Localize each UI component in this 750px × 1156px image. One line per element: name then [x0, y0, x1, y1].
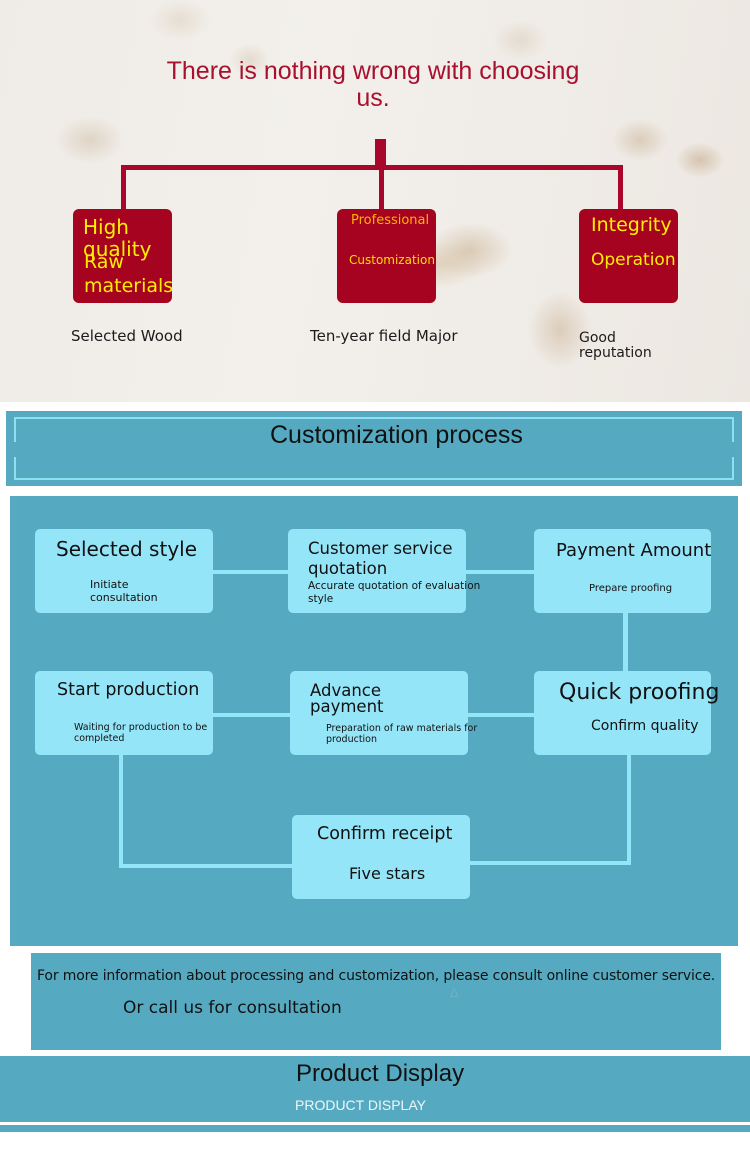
frame-left-lower	[14, 457, 16, 480]
feature-line: quality	[83, 237, 152, 261]
step-title-line: payment	[310, 697, 384, 716]
feature-subtitle: Good reputation	[579, 331, 652, 361]
step-desc-line: Accurate quotation of evaluation	[308, 580, 481, 592]
step-confirm-receipt: Confirm receipt Five stars	[292, 815, 470, 899]
step-desc-line: Preparation of raw materials for	[326, 723, 478, 734]
step-title: Confirm receipt	[317, 824, 453, 844]
step-desc-line: Initiate	[90, 578, 129, 591]
step-desc: Waiting for production to be completed	[74, 722, 207, 744]
info-text: For more information about processing an…	[37, 968, 716, 984]
step-desc: Accurate quotation of evaluation style	[308, 580, 480, 606]
hero-title-text: There is nothing wrong with choosing us.	[166, 57, 580, 112]
connector	[465, 570, 535, 574]
feature-subtitle-line: reputation	[579, 345, 652, 361]
step-title: Selected style	[56, 537, 198, 561]
process-title: Customization process	[270, 421, 523, 449]
info-call-text: Or call us for consultation	[123, 998, 342, 1018]
step-desc: Prepare proofing	[589, 583, 673, 594]
step-title-line: quotation	[308, 559, 388, 578]
feature-line: Operation	[591, 250, 676, 270]
frame-bottom	[14, 478, 734, 480]
step-advance-payment: Advance payment Preparation of raw mater…	[290, 671, 477, 755]
step-title-line: Customer service	[308, 539, 453, 558]
step-desc: Initiate consultation	[90, 578, 158, 604]
feature-subtitle: Selected Wood	[71, 327, 183, 345]
step-quick-proofing: Quick proofing Confirm quality	[534, 671, 719, 755]
feature-line: Integrity	[591, 214, 672, 236]
frame-top	[14, 417, 734, 419]
step-title: Payment Amount	[556, 540, 712, 561]
connector	[119, 755, 123, 868]
step-start-production: Start production Waiting for production …	[35, 671, 213, 755]
frame-left-upper	[14, 417, 16, 442]
feature-line: Raw	[84, 251, 124, 273]
connector	[119, 864, 293, 868]
frame-right-upper	[732, 417, 734, 442]
info-box	[31, 953, 721, 1050]
hero-title: There is nothing wrong with choosing us.	[150, 58, 596, 112]
connector	[468, 713, 535, 717]
step-desc-line: style	[308, 593, 334, 605]
feature-line: Professional	[351, 213, 430, 228]
step-desc-line: production	[326, 734, 378, 745]
connector	[623, 613, 628, 671]
product-display-strip	[0, 1125, 750, 1132]
tree-branch-center	[379, 165, 384, 210]
connector	[212, 713, 291, 717]
step-desc: Confirm quality	[591, 718, 699, 734]
step-desc: Preparation of raw materials for product…	[326, 723, 477, 745]
step-title-line: Advance	[310, 681, 382, 700]
tree-branch-right	[618, 165, 623, 210]
tree-branch-left	[121, 165, 126, 210]
tree-stem	[375, 139, 386, 166]
feature-line: Customization	[349, 253, 435, 267]
connector	[627, 755, 631, 865]
feature-subtitle: Ten-year field Major	[310, 327, 458, 345]
step-desc-line: Waiting for production to be	[74, 722, 208, 733]
feature-high-quality: High quality Raw materials	[73, 209, 174, 303]
watermark-icon: △	[450, 985, 459, 998]
product-display-band	[0, 1056, 750, 1122]
process-header	[6, 411, 742, 486]
tree-horizontal	[121, 165, 623, 170]
feature-professional: Professional Customization	[337, 209, 436, 303]
step-title: Customer service quotation	[308, 539, 453, 579]
connector	[212, 570, 289, 574]
frame-right-lower	[732, 457, 734, 480]
step-selected-style: Selected style Initiate consultation	[35, 529, 213, 613]
hero-section: There is nothing wrong with choosing us.…	[0, 0, 750, 402]
feature-line: materials	[84, 275, 174, 297]
connector	[468, 861, 631, 865]
step-title: Advance payment	[310, 681, 384, 716]
step-customer-service-quotation: Customer service quotation Accurate quot…	[288, 529, 480, 613]
step-desc: Five stars	[349, 864, 426, 883]
feature-integrity: Integrity Operation	[579, 209, 678, 303]
feature-line: High	[83, 215, 129, 239]
product-display-title: Product Display	[296, 1060, 465, 1087]
step-payment-amount: Payment Amount Prepare proofing	[534, 529, 711, 613]
step-desc-line: consultation	[90, 591, 158, 604]
feature-subtitle-line: Good	[579, 330, 616, 346]
step-desc-line: completed	[74, 733, 125, 744]
step-title: Start production	[57, 680, 200, 700]
step-title: Quick proofing	[559, 680, 720, 705]
product-display-subtitle: PRODUCT DISPLAY	[295, 1097, 426, 1113]
